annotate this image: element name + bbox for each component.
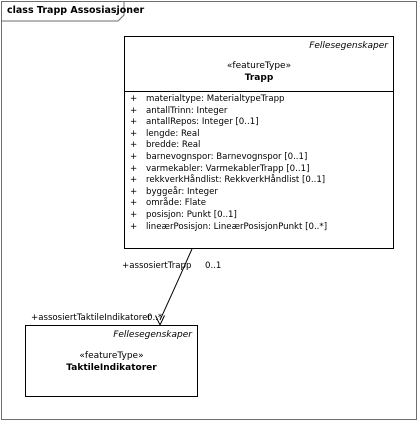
attribute-visibility: + bbox=[130, 221, 138, 232]
attribute-text: posisjon: Punkt [0..1] bbox=[146, 210, 237, 220]
attribute-visibility: + bbox=[130, 140, 138, 151]
class-trapp[interactable]: Fellesegenskaper «featureType» Trapp + ma… bbox=[124, 36, 394, 249]
association-arrowhead bbox=[155, 315, 165, 327]
attribute-text: antallTrinn: Integer bbox=[146, 105, 228, 116]
class-trapp-stereotype: «featureType» bbox=[226, 61, 292, 71]
attribute-visibility: + bbox=[130, 94, 138, 104]
target-role-label: +assosiertTaktileIndikatorer bbox=[31, 313, 151, 323]
source-role-label: +assosiertTrapp bbox=[122, 261, 192, 271]
attribute-visibility: + bbox=[130, 198, 138, 209]
attribute-visibility: + bbox=[130, 117, 138, 128]
attribute-text: lineærPosisjon: LineærPosisjonPunkt [0..… bbox=[146, 221, 328, 232]
class-taktile-tag: Fellesegenskaper bbox=[113, 330, 192, 340]
source-multiplicity-label: 0..1 bbox=[205, 261, 222, 271]
target-multiplicity-label: 0..* bbox=[147, 313, 163, 323]
attribute-text: lengde: Real bbox=[146, 128, 200, 139]
attribute-visibility: + bbox=[130, 152, 138, 162]
attribute-text: materialtype: MaterialtypeTrapp bbox=[146, 94, 285, 104]
association-path bbox=[159, 248, 193, 321]
attribute-text: bredde: Real bbox=[146, 140, 201, 151]
class-taktile-stereotype: «featureType» bbox=[79, 351, 144, 361]
class-trapp-tag: Fellesegenskaper bbox=[309, 41, 388, 51]
attribute-text: område: Flate bbox=[146, 198, 207, 209]
attribute-visibility: + bbox=[130, 210, 138, 220]
frame-tab: class Trapp Assosiasjoner bbox=[1, 1, 144, 21]
attribute-visibility: + bbox=[130, 163, 138, 174]
attribute-visibility: + bbox=[130, 175, 138, 186]
class-trapp-name: Trapp bbox=[244, 73, 274, 83]
attribute-visibility: + bbox=[130, 128, 138, 139]
attribute-text: barnevognspor: Barnevognspor [0..1] bbox=[146, 152, 308, 162]
attribute-text: byggeår: Integer bbox=[146, 186, 218, 197]
attribute-text: antallRepos: Integer [0..1] bbox=[146, 117, 259, 128]
attribute-visibility: + bbox=[130, 105, 138, 116]
class-taktileindikatorer[interactable]: Fellesegenskaper «featureType» TaktileIn… bbox=[25, 325, 198, 397]
class-trapp-divider bbox=[125, 91, 393, 92]
attribute-text: rekkverkHåndlist: RekkverkHåndlist [0..1… bbox=[146, 175, 326, 186]
attribute-text: varmekabler: VarmekablerTrapp [0..1] bbox=[146, 163, 310, 174]
frame-title: class Trapp Assosiasjoner bbox=[7, 5, 145, 16]
class-taktile-name: TaktileIndikatorer bbox=[66, 363, 157, 373]
attribute-visibility: + bbox=[130, 186, 138, 197]
